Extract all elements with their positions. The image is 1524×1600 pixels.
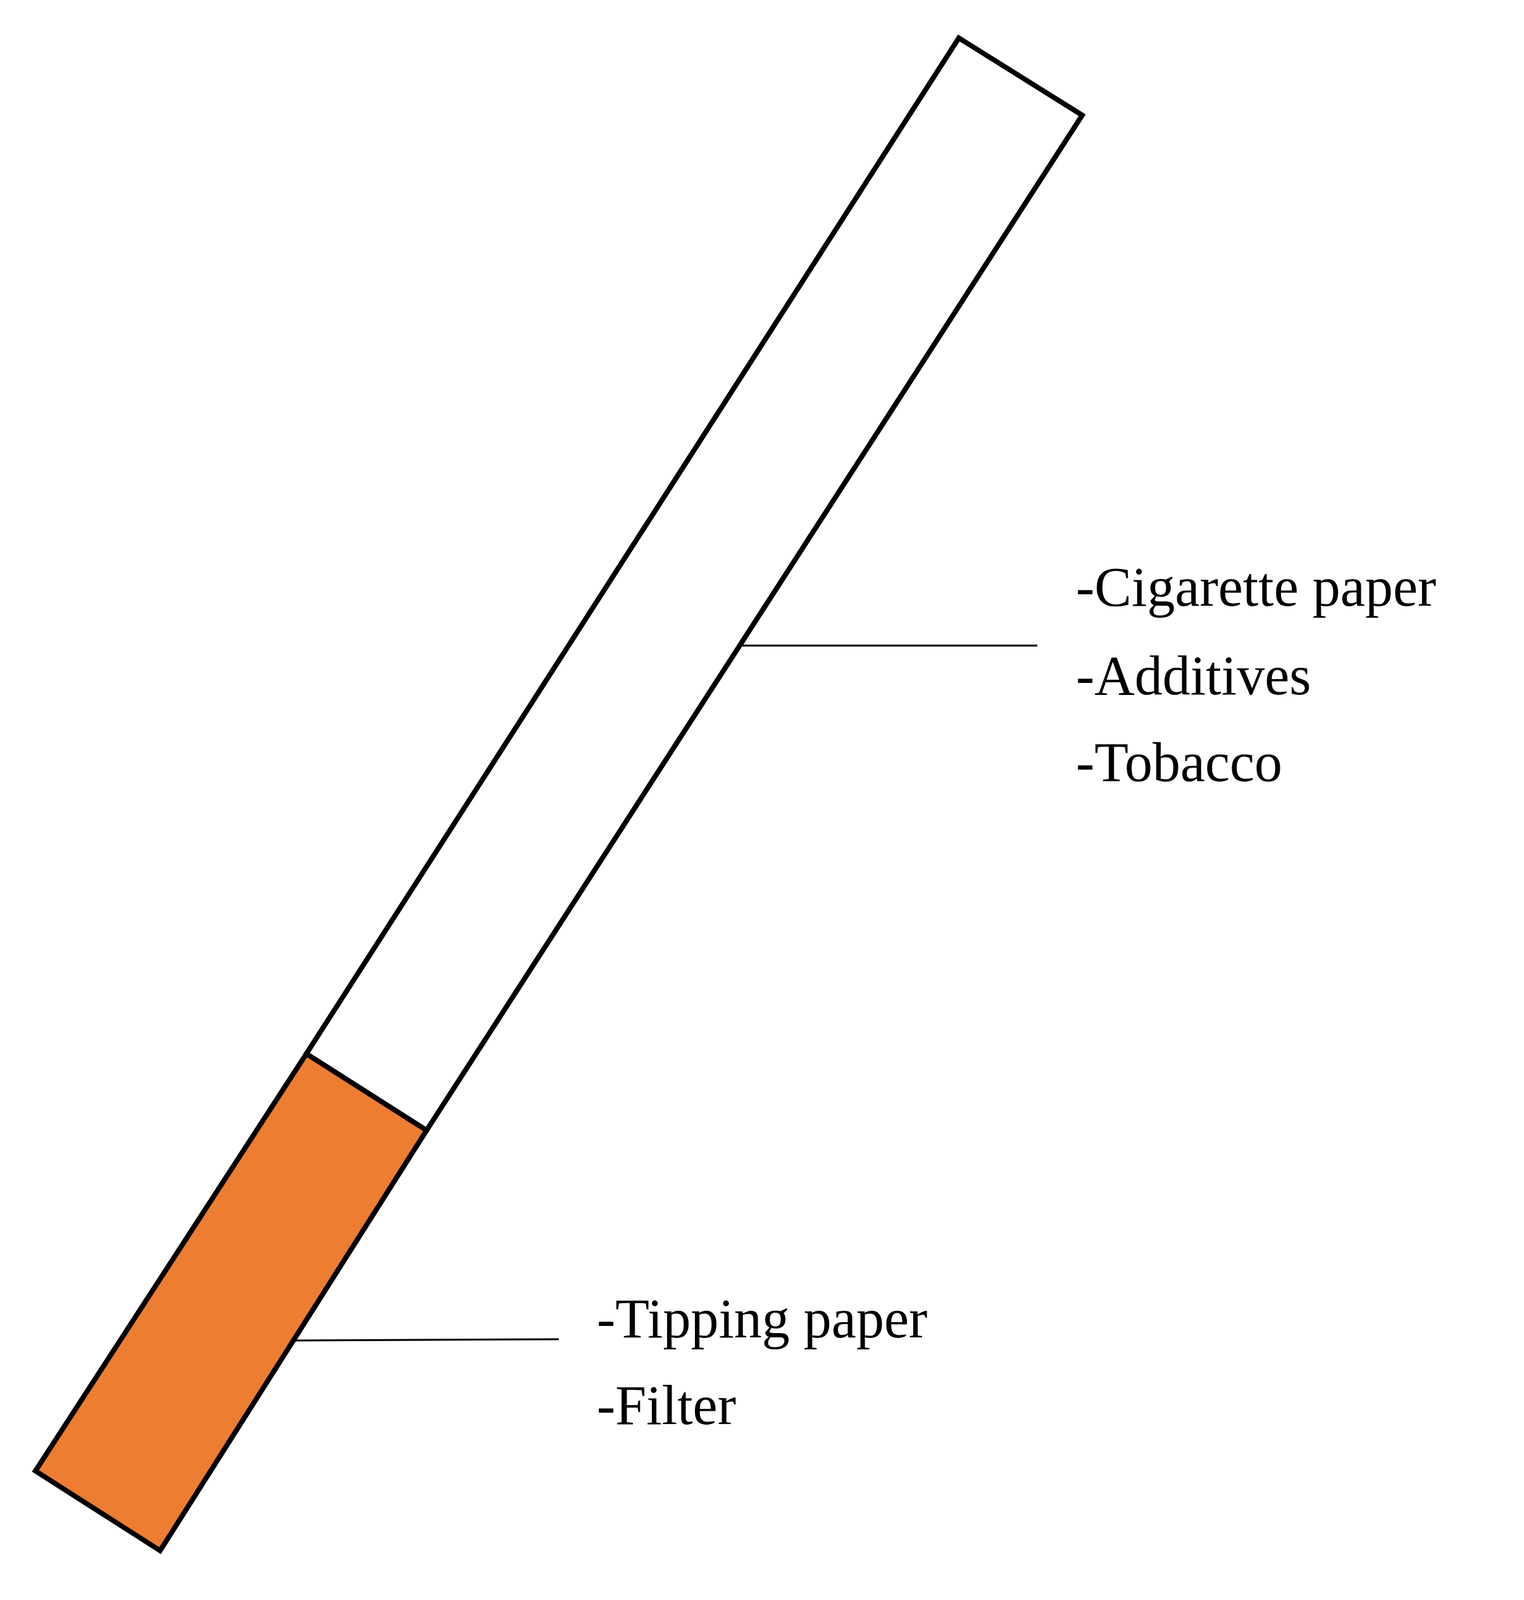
part-label: -Additives — [1075, 648, 1312, 704]
part-label: -Filter — [596, 1377, 737, 1434]
cigarette-filter — [35, 1053, 427, 1551]
leader-line — [295, 1339, 559, 1341]
leader-line — [742, 644, 1038, 647]
part-label: -Tipping paper — [596, 1291, 928, 1347]
part-label: -Cigarette paper — [1075, 559, 1437, 616]
cigarette-body — [306, 37, 1083, 1131]
part-label: -Tobacco — [1075, 734, 1283, 791]
